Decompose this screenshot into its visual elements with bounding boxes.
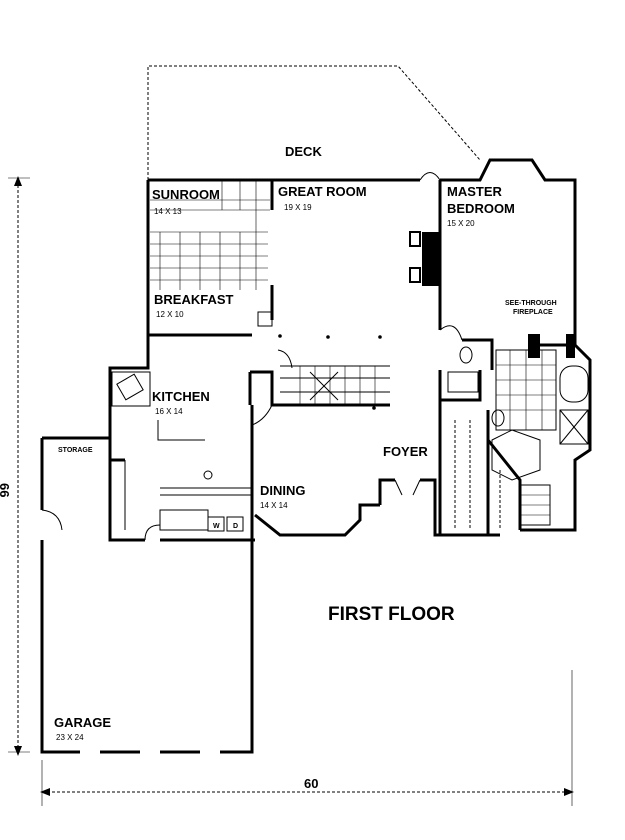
breakfast-size: 12 X 10 [156,310,184,319]
foyer-label: FOYER [383,444,428,459]
great-room-size: 19 X 19 [284,203,312,212]
sunroom-label: SUNROOM [152,187,220,202]
width-dimension: 60 [304,776,318,791]
washer-label: W [213,523,220,530]
deck-label: DECK [285,144,322,159]
master-bedroom-label-line1: MASTER [447,184,503,199]
garage-label: GARAGE [54,715,111,730]
garage-size: 23 X 24 [56,733,84,742]
dimension-horizontal [40,670,574,806]
closet-hangers [454,420,501,528]
great-room-label: GREAT ROOM [278,184,367,199]
stairs [277,349,390,405]
floor-title: FIRST FLOOR [328,604,455,625]
fireplace-blocks [409,231,575,358]
outlet-markers [278,334,382,410]
window-grid [150,180,273,327]
deck-outline [147,65,481,180]
kitchen-size: 16 X 14 [155,407,183,416]
depth-dimension: 66 [0,483,12,497]
laundry [207,516,244,532]
fireplace-label-line2: FIREPLACE [513,309,553,316]
kitchen-label: KITCHEN [152,389,210,404]
master-bedroom-label-line2: BEDROOM [447,201,515,216]
doors [41,172,463,541]
dining-label: DINING [260,483,306,498]
storage-label: STORAGE [58,447,93,454]
master-bath [447,346,589,526]
dryer-label: D [233,523,238,530]
sunroom-size: 14 X 13 [154,207,182,216]
fireplace-label-line1: SEE-THROUGH [505,300,557,307]
master-bedroom-size: 15 X 20 [447,219,475,228]
dining-size: 14 X 14 [260,501,288,510]
dimension-vertical [8,176,30,756]
breakfast-label: BREAKFAST [154,292,234,307]
exterior-walls [40,158,592,754]
